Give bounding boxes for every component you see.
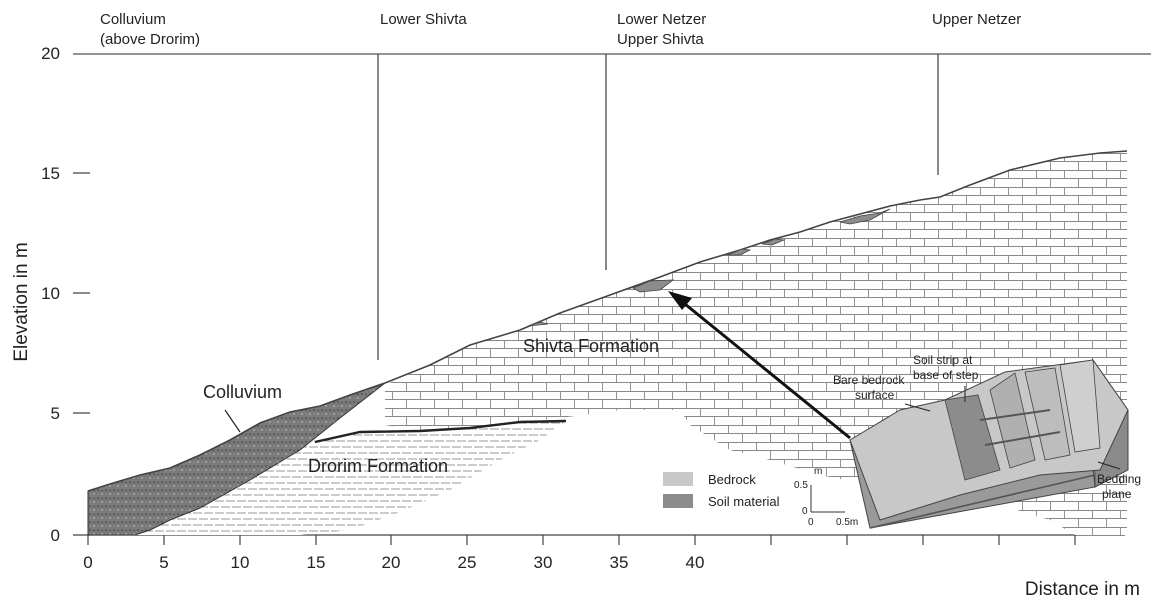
y-axis-title: Elevation in m bbox=[11, 242, 32, 361]
legend-swatch-soil bbox=[663, 494, 693, 508]
inset-label-bedding-1: Bedding bbox=[1097, 472, 1141, 486]
inset-label-bedding-2: plane bbox=[1102, 487, 1132, 501]
inset-scale-zero-v: 0 bbox=[802, 506, 808, 517]
site-label-upper-shivta: Upper Shivta bbox=[617, 31, 704, 48]
x-axis-title: Distance in m bbox=[1025, 579, 1140, 600]
soil-pockets bbox=[527, 208, 891, 327]
legend-swatch-bedrock bbox=[663, 472, 693, 486]
inset-scale-zero-h: 0 bbox=[808, 517, 814, 528]
x-tick-label: 35 bbox=[610, 553, 629, 572]
legend-label-soil: Soil material bbox=[708, 494, 780, 509]
inset-scale-horizontal: 0.5m bbox=[836, 517, 858, 528]
x-tick-label: 5 bbox=[159, 553, 168, 572]
site-labels: Colluvium (above Drorim) Lower Shivta Lo… bbox=[100, 11, 1021, 48]
drorim-formation-body bbox=[135, 415, 566, 535]
y-axis: Elevation in m 0 5 10 15 20 bbox=[11, 44, 90, 545]
shivta-formation-label: Shivta Formation bbox=[523, 336, 659, 356]
site-label-lower-shivta: Lower Shivta bbox=[380, 11, 467, 28]
x-axis: 0 5 10 15 20 25 30 35 40 Distance in m bbox=[83, 534, 1140, 600]
x-tick-label: 25 bbox=[458, 553, 477, 572]
y-tick-label: 15 bbox=[41, 164, 60, 183]
profile-lines bbox=[377, 54, 939, 360]
inset-label-soil-strip-2: base of step bbox=[913, 368, 979, 382]
colluvium-pointer bbox=[224, 409, 241, 433]
y-tick-label: 10 bbox=[41, 284, 60, 303]
site-label-colluvium-sub: (above Drorim) bbox=[100, 31, 200, 48]
formation-contact-line bbox=[314, 419, 567, 444]
inset-scale-vertical: 0.5 bbox=[794, 480, 808, 491]
inset-labels: Bare bedrock surface Soil strip at base … bbox=[794, 353, 1141, 528]
legend-label-bedrock: Bedrock bbox=[708, 472, 756, 487]
x-tick-label: 30 bbox=[534, 553, 553, 572]
y-tick-label: 5 bbox=[51, 404, 60, 423]
colluvium-label: Colluvium bbox=[203, 382, 282, 402]
legend: Bedrock Soil material bbox=[663, 472, 780, 509]
site-label-lower-netzer: Lower Netzer bbox=[617, 11, 706, 28]
x-tick-label: 20 bbox=[382, 553, 401, 572]
inset-scale-bar bbox=[810, 485, 845, 513]
inset-label-bare-bedrock-2: surface bbox=[855, 388, 895, 402]
site-label-upper-netzer: Upper Netzer bbox=[932, 11, 1021, 28]
x-tick-label: 0 bbox=[83, 553, 92, 572]
callout-arrow bbox=[668, 291, 851, 440]
y-tick-label: 0 bbox=[51, 526, 60, 545]
drorim-formation-label: Drorim Formation bbox=[308, 456, 448, 476]
y-tick-label: 20 bbox=[41, 44, 60, 63]
inset-scale-unit: m bbox=[814, 466, 822, 477]
inset-label-bare-bedrock-1: Bare bedrock bbox=[833, 373, 905, 387]
x-tick-label: 15 bbox=[307, 553, 326, 572]
x-tick-label: 40 bbox=[686, 553, 705, 572]
inset-block-diagram bbox=[810, 358, 1129, 529]
x-tick-label: 10 bbox=[231, 553, 250, 572]
site-label-colluvium: Colluvium bbox=[100, 11, 166, 28]
ground-surface-line bbox=[87, 150, 1128, 492]
inset-label-soil-strip-1: Soil strip at bbox=[913, 353, 973, 367]
